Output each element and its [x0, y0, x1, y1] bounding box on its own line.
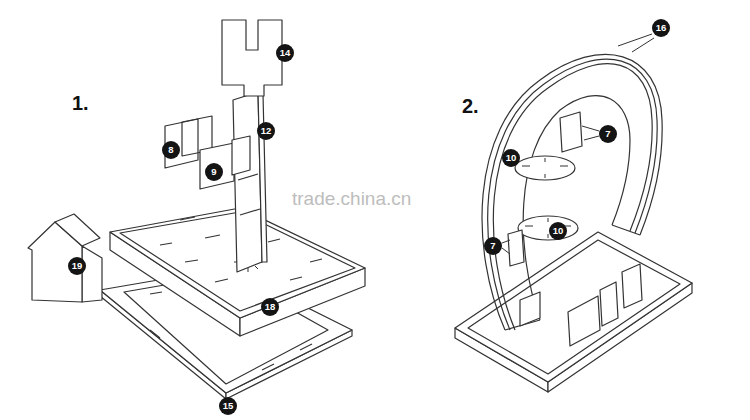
callout-number: 19: [68, 257, 86, 275]
house-piece: [28, 214, 102, 302]
callout-number: 10: [502, 149, 520, 167]
top-panel: [222, 20, 282, 96]
watermark: trade.china.cn: [292, 188, 411, 210]
step-number: 1.: [72, 92, 89, 115]
callout-number: 18: [261, 298, 279, 316]
arch-layers: [482, 54, 662, 330]
callout-number: 12: [257, 122, 275, 140]
base-panels: [520, 264, 642, 346]
callout-number: 7: [599, 125, 617, 143]
upright-panel: [233, 92, 267, 272]
step-number: 2.: [462, 95, 479, 118]
gear-pieces: [508, 112, 582, 266]
leader-lines: [502, 34, 654, 254]
callout-number: 10: [549, 222, 567, 240]
callout-number: 14: [276, 44, 294, 62]
callout-number: 16: [652, 19, 670, 37]
callout-number: 15: [219, 397, 237, 415]
callout-number: 7: [484, 237, 502, 255]
callout-number: 8: [162, 141, 180, 159]
callout-number: 9: [205, 163, 223, 181]
